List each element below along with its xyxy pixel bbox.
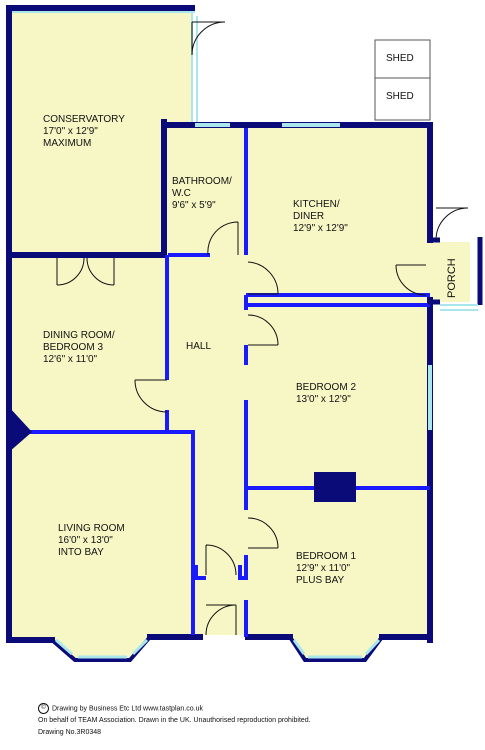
room-name-2: BEDROOM 3 (43, 342, 104, 353)
shed-lower: SHED (386, 91, 414, 102)
bay-glazing (55, 638, 381, 659)
room-note: PLUS BAY (296, 575, 345, 586)
room-name: KITCHEN/ (293, 199, 340, 210)
windows (195, 123, 432, 430)
room-name-2: DINER (293, 211, 325, 222)
footer-line-3: Drawing No.3R0348 (38, 729, 102, 737)
room-name: CONSERVATORY (43, 114, 125, 125)
room-name: BEDROOM 2 (296, 382, 357, 393)
room-size: 9'6" x 5'9" (172, 200, 216, 211)
room-dining: DINING ROOM/ BEDROOM 3 12'6" x 11'0" (43, 330, 115, 366)
porch-glazing (440, 304, 478, 311)
porch-walls (428, 237, 483, 305)
sheds (374, 39, 431, 121)
shed-upper: SHED (386, 53, 414, 64)
footer-line-1: ©Drawing by Business Etc Ltd www.tastpla… (38, 703, 311, 715)
room-conservatory: CONSERVATORY 17'0" x 12'9" MAXIMUM (43, 114, 125, 150)
footer: ©Drawing by Business Etc Ltd www.tastpla… (38, 703, 311, 739)
door-swings (56, 21, 469, 636)
room-kitchen: KITCHEN/ DINER 12'9" x 12'9" (293, 199, 348, 235)
room-name: HALL (186, 341, 212, 352)
corner-fireplace (9, 407, 32, 452)
room-size: 16'0" x 13'0" (58, 535, 113, 546)
chimney-breast (314, 472, 356, 502)
room-size: 12'9" x 12'9" (293, 223, 348, 234)
room-name: DINING ROOM/ (43, 330, 115, 341)
room-size: 13'0" x 12'9" (296, 394, 351, 405)
room-size: 12'6" x 11'0" (43, 354, 98, 365)
copyright-icon: © (38, 703, 49, 714)
room-note: INTO BAY (58, 547, 104, 558)
partitions (20, 128, 430, 637)
room-name: BEDROOM 1 (296, 551, 357, 562)
room-note: MAXIMUM (43, 138, 92, 149)
room-bathroom: BATHROOM/ W.C 9'6" x 5'9" (172, 176, 232, 212)
room-name-2: W.C (172, 188, 191, 199)
room-porch: PORCH (446, 258, 458, 298)
room-hall: HALL (186, 341, 211, 353)
room-size: 17'0" x 12'9" (43, 126, 98, 137)
room-size: 12'9" x 11'0" (296, 563, 351, 574)
room-name: BATHROOM/ (172, 176, 232, 187)
footer-credit: Drawing by Business Etc Ltd www.tastplan… (52, 705, 203, 713)
room-bedroom2: BEDROOM 2 13'0" x 12'9" (296, 382, 356, 406)
footer-line-2: On behalf of TEAM Association. Drawn in … (38, 717, 311, 725)
room-living: LIVING ROOM 16'0" x 13'0" INTO BAY (58, 523, 125, 559)
room-name: LIVING ROOM (58, 523, 125, 534)
room-bedroom1: BEDROOM 1 12'9" x 11'0" PLUS BAY (296, 551, 356, 587)
